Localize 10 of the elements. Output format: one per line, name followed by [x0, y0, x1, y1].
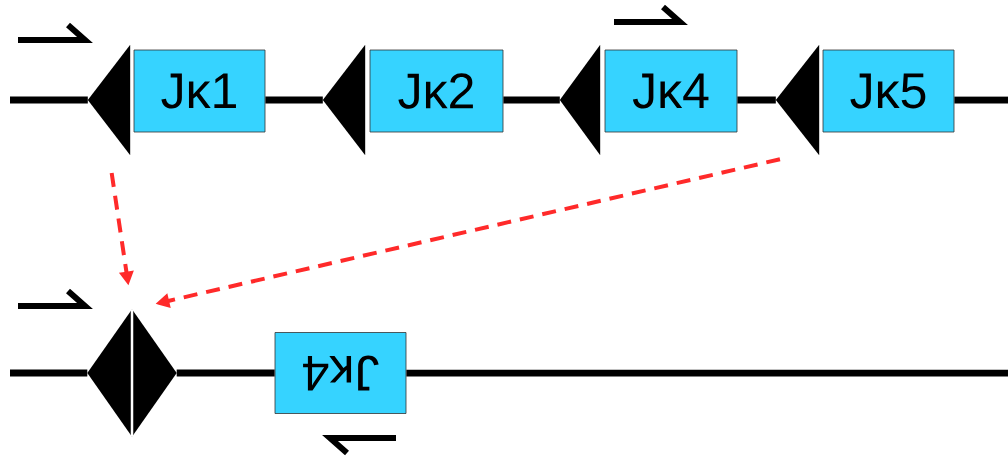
gene-box: Jκ4 [604, 49, 738, 133]
signal-triangle [322, 44, 366, 156]
gene-box: Jκ4 [274, 332, 407, 414]
signal-triangle [87, 44, 131, 156]
gene-box: Jκ5 [822, 49, 955, 133]
signal-triangle [559, 44, 601, 156]
gene-box: Jκ2 [369, 49, 504, 133]
gene-box: Jκ1 [133, 49, 266, 133]
signal-diamond [87, 309, 177, 437]
signal-triangle [775, 44, 820, 156]
